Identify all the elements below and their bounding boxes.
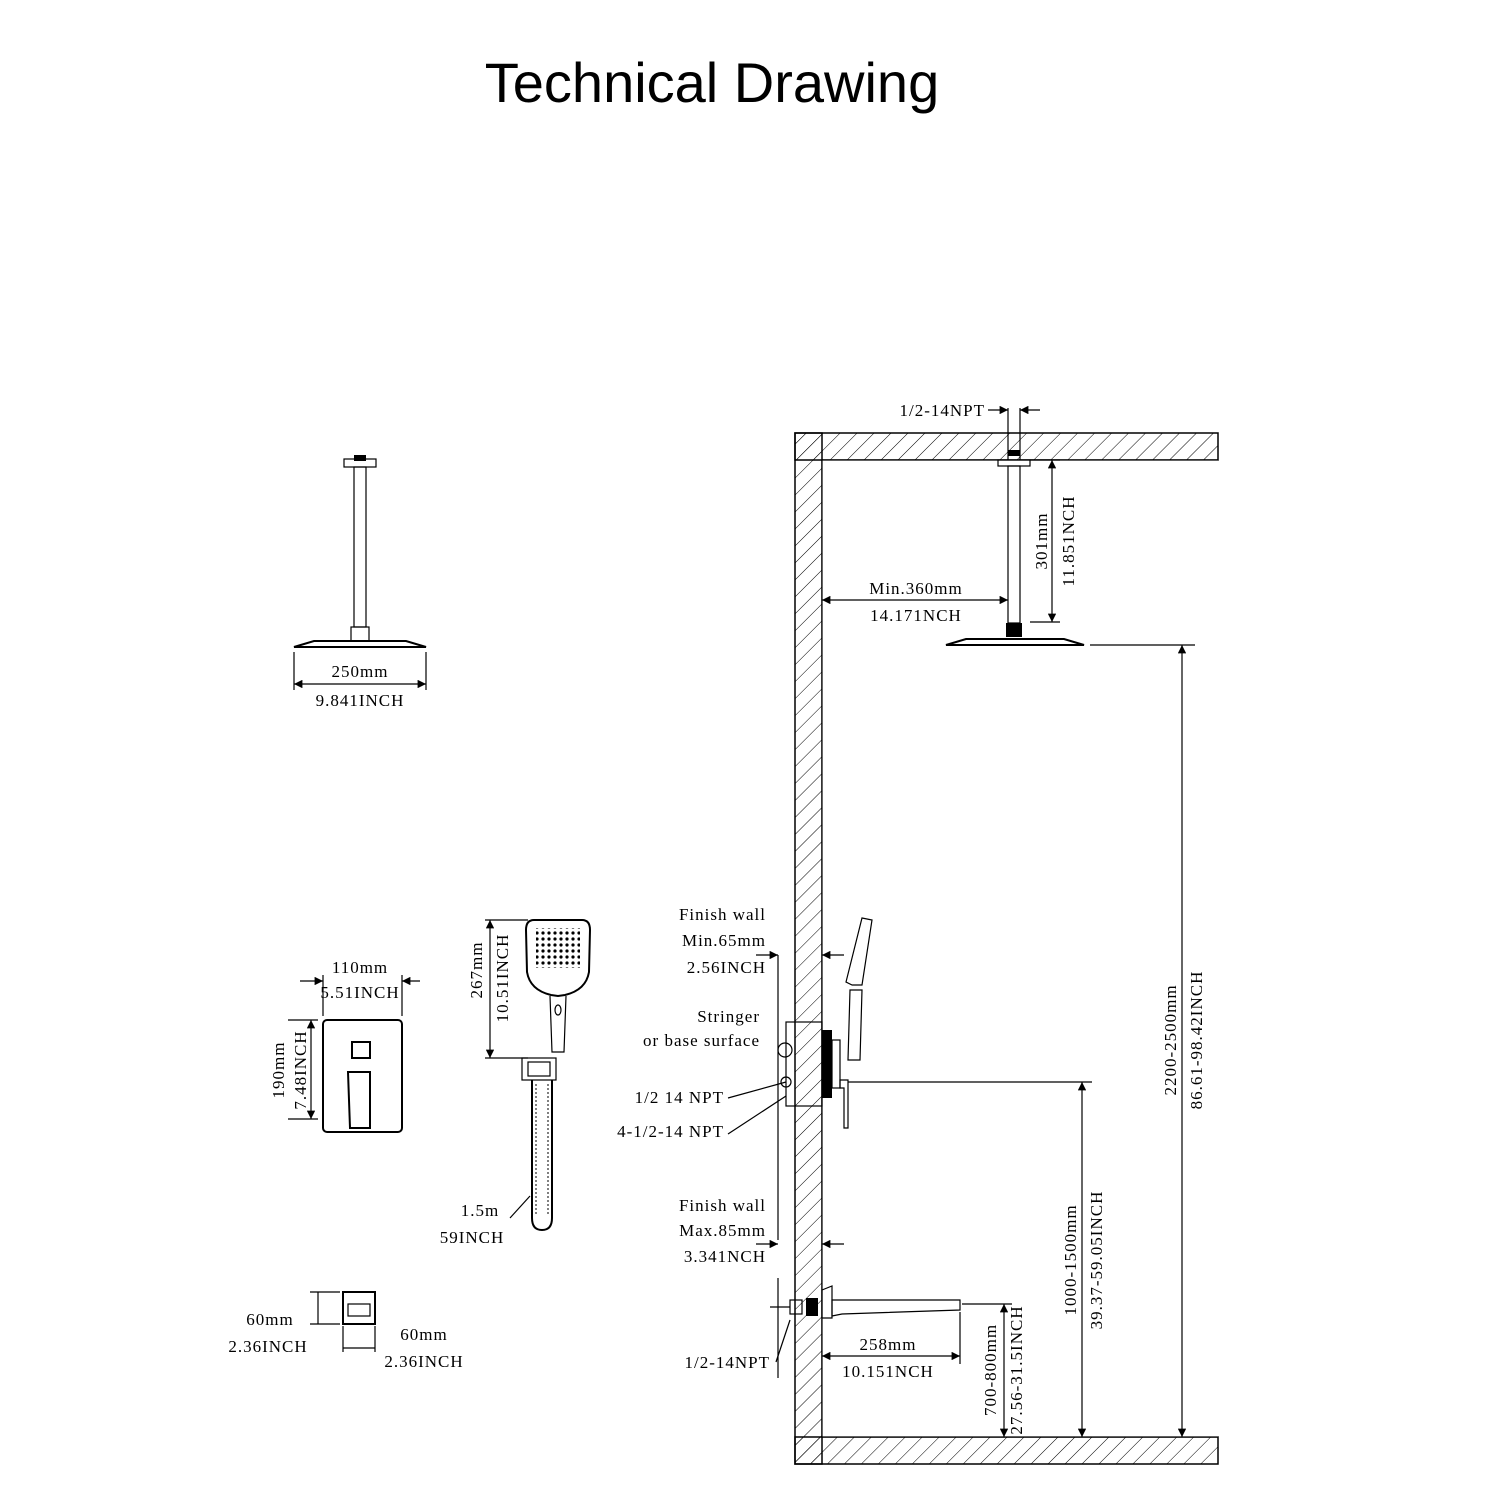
- head-height-in: 86.61-98.42INCH: [1187, 971, 1206, 1110]
- arm-length-in: 11.851NCH: [1059, 495, 1078, 586]
- head-height-mm: 2200-2500mm: [1161, 984, 1180, 1095]
- page-title: Technical Drawing: [485, 51, 939, 114]
- stringer-label: Stringer: [697, 1007, 760, 1026]
- ceiling-arm-section: 1/2-14NPT 301mm 11.851NCH Min.360mm 14.1…: [822, 401, 1085, 646]
- finish-wall-max-label: Finish wall: [679, 1196, 766, 1215]
- shower-hose: [531, 1080, 553, 1232]
- elbow-width-mm: 60mm: [400, 1325, 447, 1344]
- tub-spout: [831, 1299, 961, 1317]
- wall-section: [794, 432, 1219, 1465]
- trim-height-in: 7.48INCH: [291, 1030, 310, 1109]
- trim-plate: [322, 1019, 403, 1133]
- shower-head-view: 250mm 9.841INCH: [293, 455, 427, 710]
- valve-trim-view: 110mm 5.51INCH 190mm 7.48INCH: [269, 958, 420, 1133]
- ceiling-slab: [794, 432, 1219, 461]
- hand-shower-handle: [549, 995, 567, 1053]
- valve-height-in: 39.37-59.05INCH: [1087, 1191, 1106, 1330]
- arm-min-distance-in: 14.171NCH: [870, 606, 962, 625]
- trim-height-mm: 190mm: [269, 1042, 288, 1099]
- inlet-npt-label: 1/2 14 NPT: [635, 1088, 724, 1107]
- hand-shower-length-mm: 267mm: [467, 942, 486, 999]
- spout-section: 1/2-14NPT 258mm 10.151NCH 700-800mm 27.5…: [685, 1278, 1026, 1437]
- elbow-height-in: 2.36INCH: [228, 1337, 307, 1356]
- arm-connector: [350, 626, 370, 642]
- arm-length-mm: 301mm: [1032, 513, 1051, 570]
- stringer-label-2: or base surface: [643, 1031, 760, 1050]
- elbow-plate-view: 60mm 2.36INCH 60mm 2.36INCH: [228, 1291, 463, 1371]
- head-width-mm: 250mm: [332, 662, 389, 681]
- finish-wall-min-in: 2.56INCH: [687, 958, 766, 977]
- flange-nut: [354, 455, 366, 461]
- arm-min-distance-mm: Min.360mm: [869, 579, 963, 598]
- valve-handle-section: [839, 1079, 849, 1129]
- trim-handle: [346, 1071, 371, 1129]
- hand-shower-section: [845, 917, 873, 986]
- trim-width-in: 5.51INCH: [320, 983, 399, 1002]
- valve-height-mm: 1000-1500mm: [1061, 1204, 1080, 1315]
- hand-shower-length-in: 10.51INCH: [493, 934, 512, 1023]
- finish-wall-min-label: Finish wall: [679, 905, 766, 924]
- floor-slab: [794, 1436, 1219, 1465]
- shower-arm: [353, 466, 367, 628]
- rain-head: [293, 640, 427, 648]
- elbow-outlet: [347, 1303, 371, 1317]
- hand-shower-head: [524, 919, 592, 998]
- spout-length-mm: 258mm: [860, 1335, 917, 1354]
- spout-height-in: 27.56-31.5INCH: [1007, 1305, 1026, 1434]
- finish-wall-max-in: 3.341NCH: [684, 1247, 766, 1266]
- hand-shower-view: 267mm 10.51INCH 1.5m 59INCH: [440, 919, 592, 1247]
- spray-face: [536, 928, 580, 968]
- finish-wall-max-mm: Max.85mm: [679, 1221, 766, 1240]
- rain-head-section: [945, 638, 1085, 646]
- elbow-plate: [342, 1291, 376, 1325]
- head-height-dimension: 2200-2500mm 86.61-98.42INCH: [1090, 644, 1206, 1437]
- spout-npt-label: 1/2-14NPT: [685, 1353, 771, 1372]
- elbow-width-in: 2.36INCH: [384, 1352, 463, 1371]
- spout-length-in: 10.151NCH: [842, 1362, 934, 1381]
- hose-length-in: 59INCH: [440, 1228, 505, 1247]
- valve-plate: [822, 1030, 832, 1098]
- trim-width-mm: 110mm: [332, 958, 388, 977]
- diverter-button: [351, 1041, 371, 1059]
- hose-length-m: 1.5m: [461, 1201, 499, 1220]
- spout-height-mm: 700-800mm: [981, 1324, 1000, 1416]
- head-width-in: 9.841INCH: [316, 691, 405, 710]
- ports-npt-label: 4-1/2-14 NPT: [617, 1122, 724, 1141]
- finish-wall-min-mm: Min.65mm: [682, 931, 766, 950]
- valve-section: Finish wall Min.65mm 2.56INCH Stringer o…: [617, 905, 1106, 1437]
- elbow-height-mm: 60mm: [246, 1310, 293, 1329]
- hand-shower-holder: [521, 1057, 557, 1081]
- arm-inlet-npt: 1/2-14NPT: [900, 401, 986, 420]
